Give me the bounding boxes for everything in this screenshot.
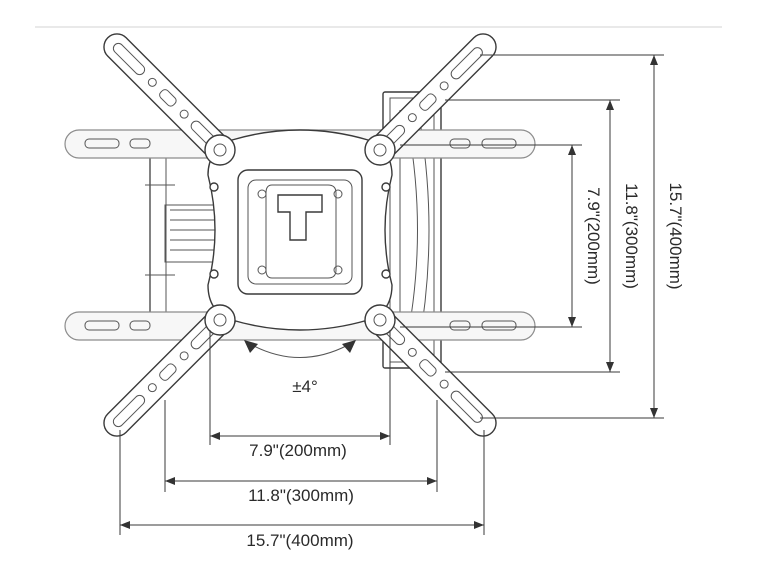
- vertical-dimension-400: 15.7"(400mm): [480, 54, 685, 419]
- center-mount-plate: [207, 129, 393, 331]
- horizontal-dimension-200: 7.9"(200mm): [209, 330, 391, 460]
- vertical-dimension-200: 7.9"(200mm): [400, 144, 603, 328]
- horizontal-dimension-300: 11.8"(300mm): [164, 400, 438, 505]
- tilt-arrow-left: [244, 340, 258, 353]
- bracket-arm-top-left: [103, 33, 237, 167]
- tilt-arrows: [244, 340, 356, 358]
- horizontal-dim-label-200: 7.9"(200mm): [249, 441, 347, 460]
- horizontal-dim-label-300: 11.8"(300mm): [248, 486, 354, 505]
- vertical-dim-label-400: 15.7"(400mm): [666, 182, 685, 289]
- vertical-dim-label-200: 7.9"(200mm): [584, 187, 603, 285]
- tilt-angle-label: ±4°: [292, 377, 318, 396]
- tilt-arrow-right: [342, 340, 356, 353]
- horizontal-dim-label-400: 15.7"(400mm): [246, 531, 353, 550]
- vertical-dimension-300: 11.8"(300mm): [445, 99, 641, 373]
- arm-hubs: [204, 134, 396, 336]
- horizontal-dimension-400: 15.7"(400mm): [119, 430, 485, 550]
- vertical-dim-label-300: 11.8"(300mm): [622, 183, 641, 289]
